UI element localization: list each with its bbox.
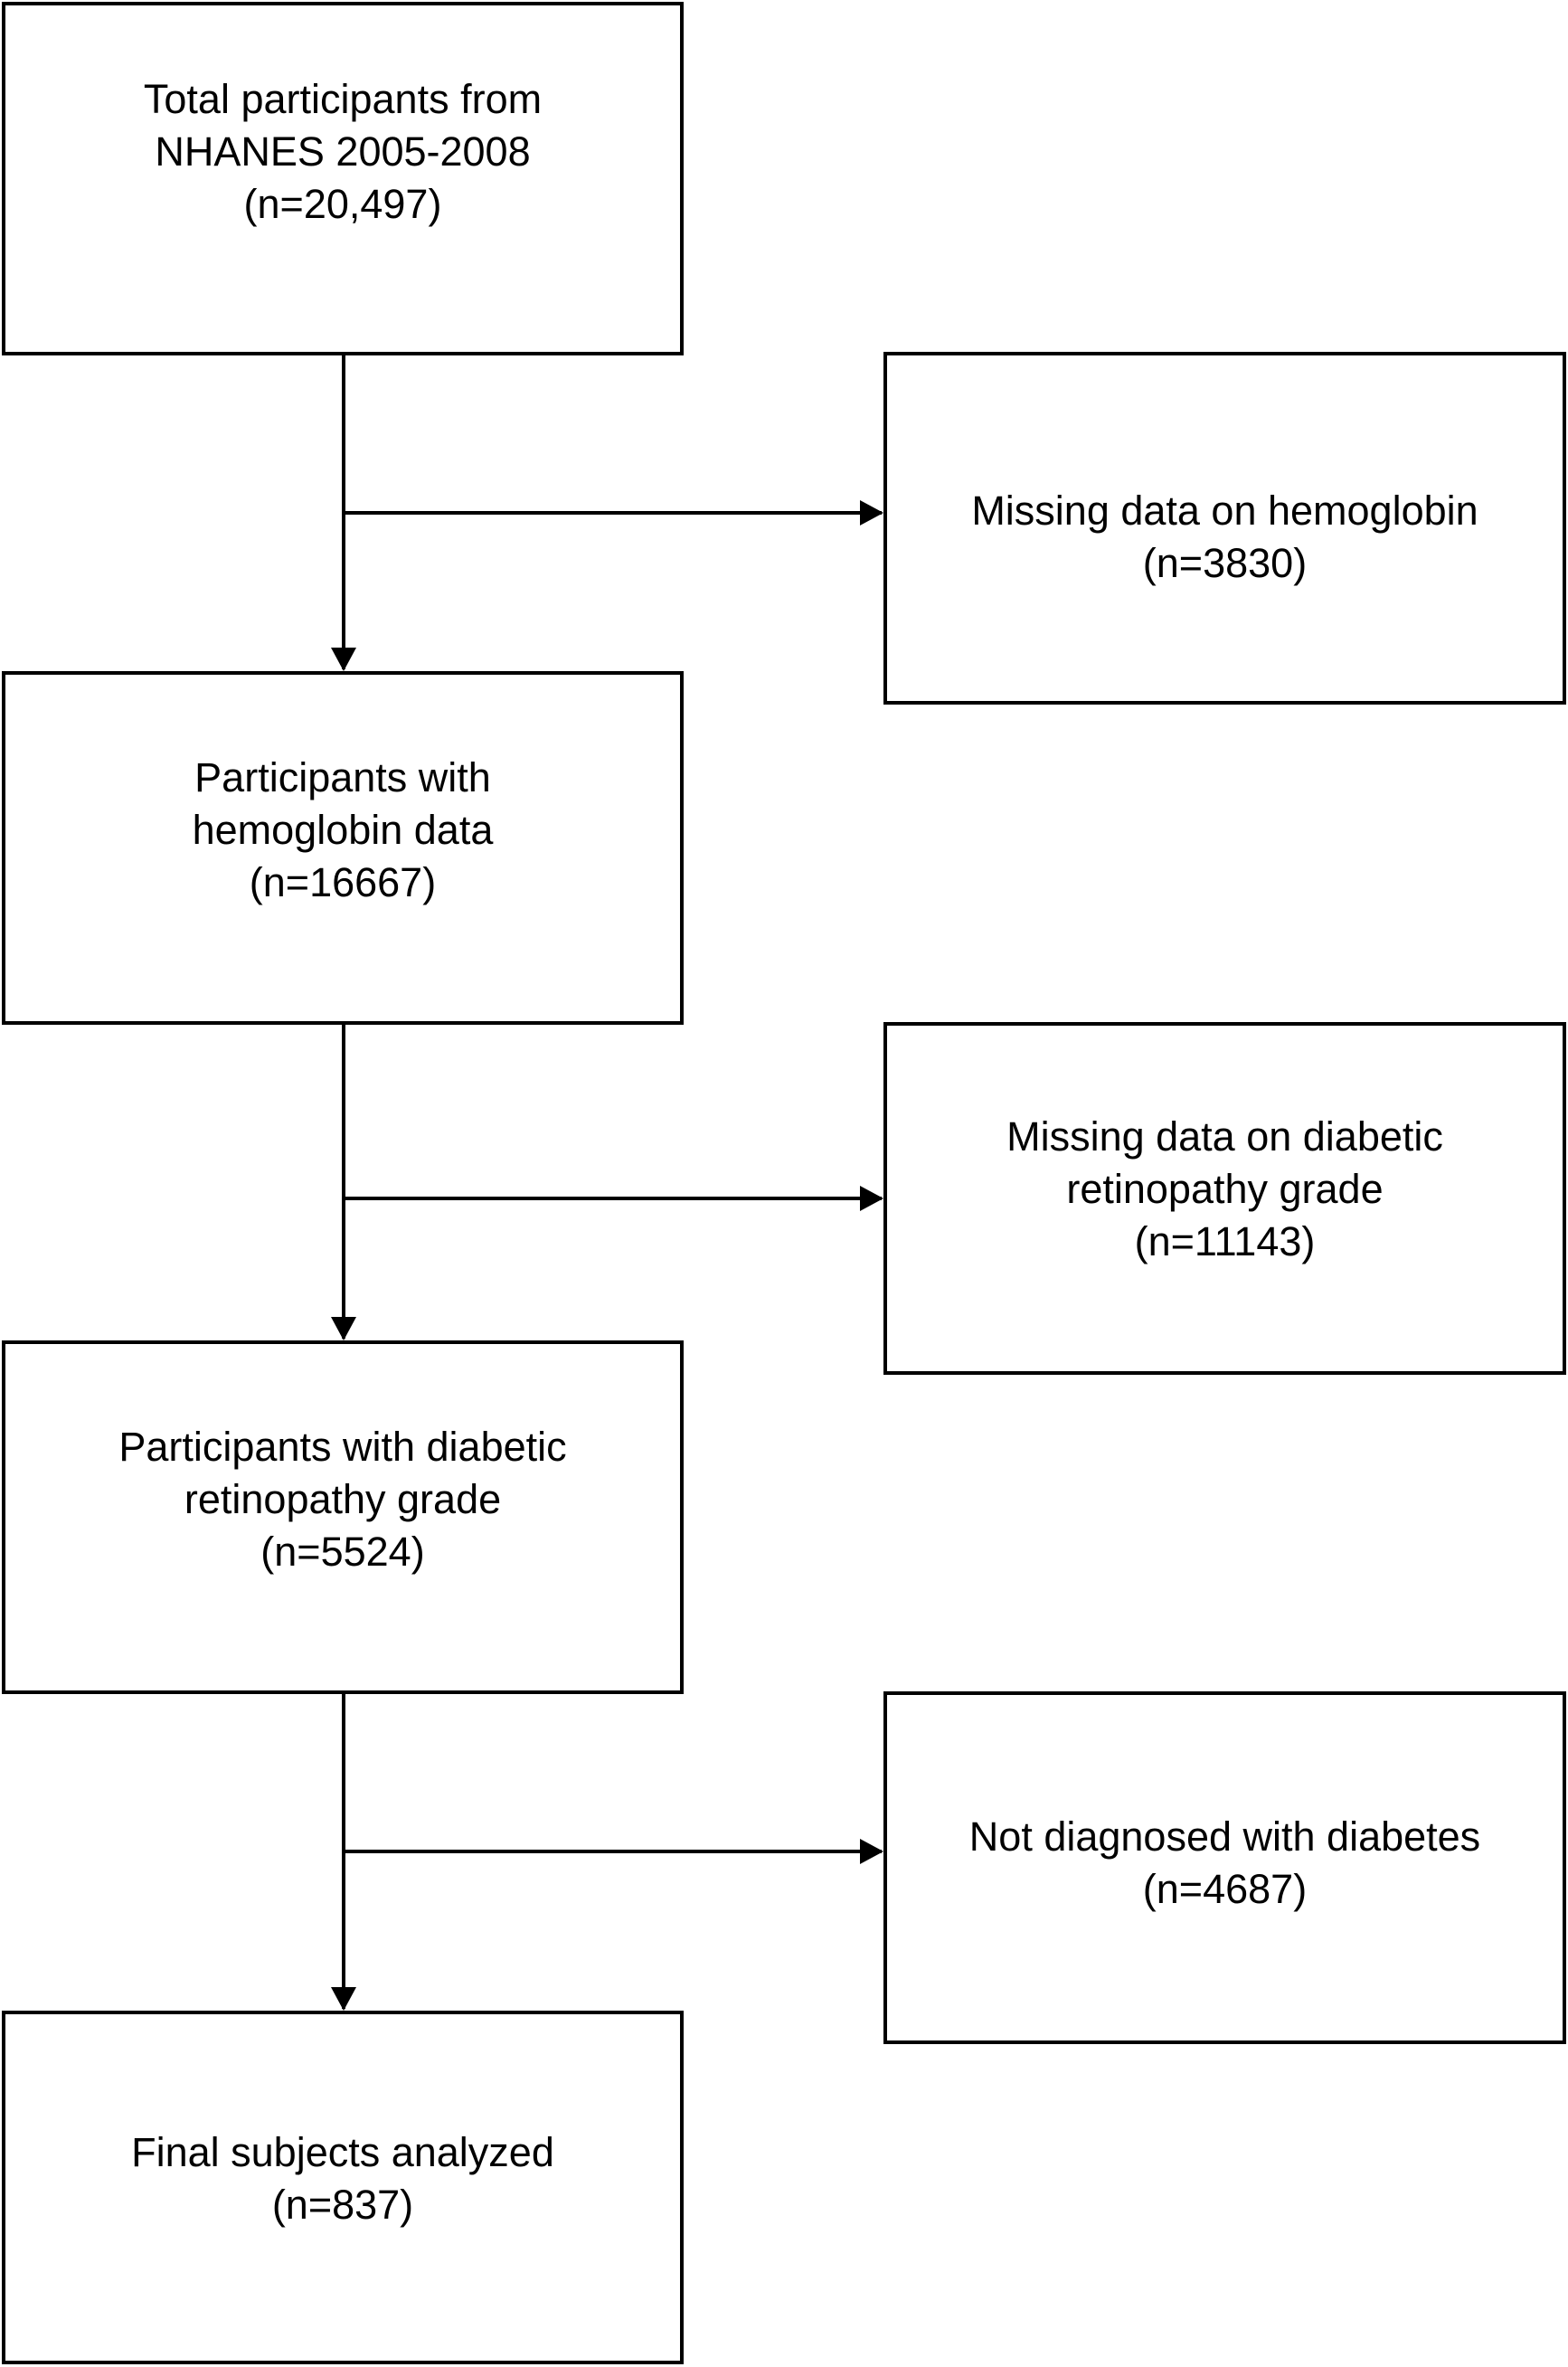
arrowhead-down xyxy=(331,648,356,671)
box-count: (n=3830) xyxy=(1142,540,1308,586)
box-text-line: Total participants from xyxy=(143,75,543,122)
box-final-subjects: Final subjects analyzed (n=837) xyxy=(2,2011,684,2364)
arrowhead-down xyxy=(331,1987,356,2011)
box-text-line: hemoglobin data xyxy=(192,806,494,853)
box-text-line: retinopathy grade xyxy=(1066,1166,1384,1212)
arrowhead-down xyxy=(331,1317,356,1340)
box-count: (n=16667) xyxy=(249,858,437,905)
arrowhead-right xyxy=(860,1186,883,1211)
box-count: (n=11143) xyxy=(1134,1218,1316,1264)
box-text-line: retinopathy grade xyxy=(184,1475,502,1522)
box-count: (n=5524) xyxy=(260,1528,425,1575)
box-count: (n=837) xyxy=(271,2181,414,2228)
box-text-line: NHANES 2005-2008 xyxy=(155,128,531,175)
box-exclusion-missing-hemoglobin: Missing data on hemoglobin (n=3830) xyxy=(883,352,1566,705)
arrowhead-right xyxy=(860,1839,883,1864)
box-participants-retinopathy: Participants with diabetic retinopathy g… xyxy=(2,1340,684,1694)
box-text-line: Missing data on hemoglobin xyxy=(971,488,1478,534)
box-text-line: Participants with xyxy=(194,753,491,800)
box-text-line: Participants with diabetic xyxy=(118,1423,567,1470)
box-text-line: Final subjects analyzed xyxy=(131,2128,554,2175)
arrowhead-right xyxy=(860,500,883,525)
box-exclusion-missing-retinopathy: Missing data on diabetic retinopathy gra… xyxy=(883,1022,1566,1375)
box-total-participants: Total participants from NHANES 2005-2008… xyxy=(2,2,684,355)
box-count: (n=4687) xyxy=(1142,1866,1308,1912)
box-text-line: Not diagnosed with diabetes xyxy=(968,1813,1481,1860)
box-text-line: Missing data on diabetic xyxy=(1006,1113,1443,1160)
box-participants-hemoglobin: Participants with hemoglobin data (n=166… xyxy=(2,671,684,1025)
box-count: (n=20,497) xyxy=(243,180,442,227)
box-exclusion-no-diabetes: Not diagnosed with diabetes (n=4687) xyxy=(883,1691,1566,2044)
